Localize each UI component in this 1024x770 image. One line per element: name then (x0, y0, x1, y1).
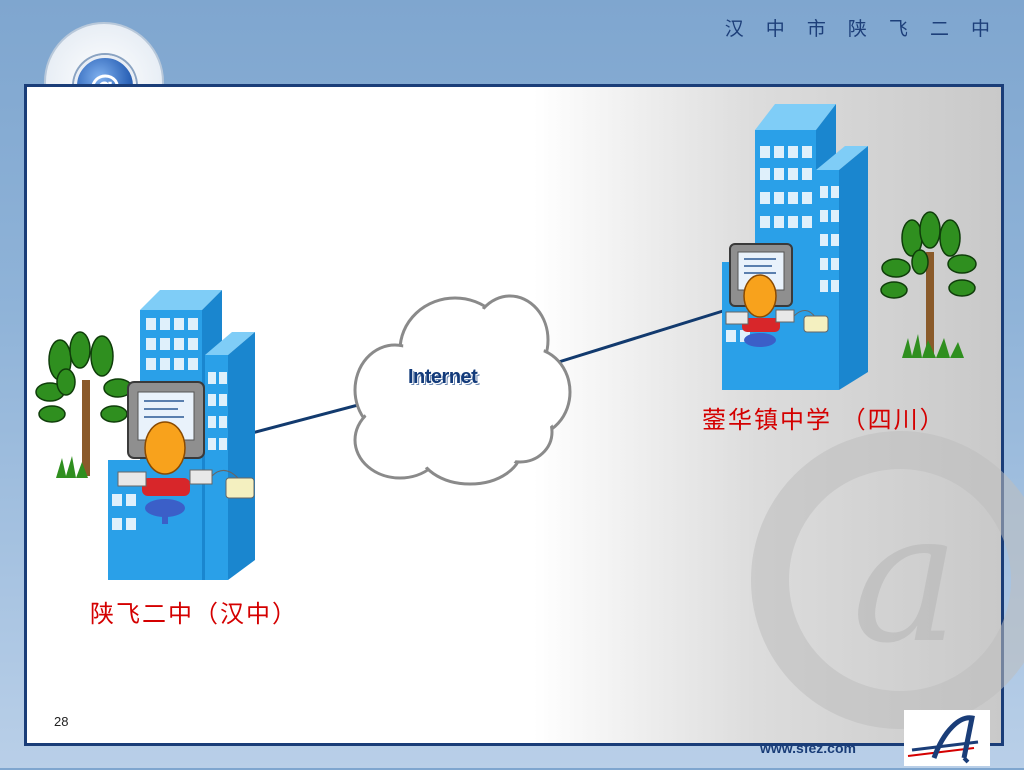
school-title: 汉 中 市 陕 飞 二 中 (724, 18, 998, 40)
left-student-icon (117, 381, 255, 524)
svg-text:a: a (852, 474, 959, 683)
right-student-icon (725, 243, 829, 347)
left-site-label: 陕飞二中（汉中） (90, 600, 298, 628)
internet-label: Internet (408, 366, 478, 388)
right-tree-icon (880, 211, 977, 358)
internet-cloud-icon (353, 294, 572, 486)
page-number: 28 (54, 714, 69, 729)
left-tree-icon (35, 331, 133, 478)
school-logo-icon (904, 710, 990, 766)
watermark-at-icon: a (751, 431, 1024, 729)
website-url: www.sfez.com (760, 740, 856, 756)
right-site-label: 蓥华镇中学 （四川） (702, 406, 946, 434)
